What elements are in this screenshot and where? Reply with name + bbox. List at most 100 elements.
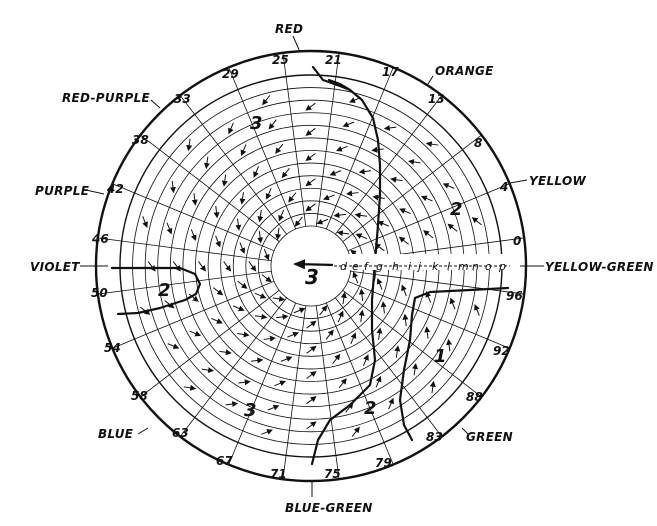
field-arrow <box>248 261 257 272</box>
ring-number-63: 63 <box>172 426 189 440</box>
field-arrow <box>423 230 434 239</box>
ring-number-96: 96 <box>506 289 523 303</box>
step-letter-f: f <box>364 260 370 273</box>
ring-number-88: 88 <box>466 390 483 404</box>
step-letter-k: k <box>432 260 439 273</box>
field-arrow <box>254 313 268 320</box>
field-arrow <box>305 153 316 161</box>
hue-label-orange: ORANGE <box>435 64 494 78</box>
field-arrow <box>239 192 246 205</box>
field-arrow <box>333 212 346 219</box>
region-label-2-left: 2 <box>158 280 171 301</box>
field-arrow <box>294 216 303 227</box>
field-arrow <box>305 127 316 136</box>
field-arrow <box>166 222 173 235</box>
step-letter-o: o <box>485 260 492 273</box>
field-arrow <box>257 209 264 223</box>
field-arrow <box>263 248 270 261</box>
field-arrow <box>402 313 409 327</box>
field-arrow <box>471 217 482 226</box>
radial-line <box>335 297 443 437</box>
field-arrow <box>186 138 193 152</box>
field-arrow <box>190 229 197 241</box>
ring-numbers: 0 4 8 13 17 21 25 29 33 38 42 46 50 54 5… <box>91 53 523 481</box>
field-arrow <box>319 305 328 316</box>
field-arrow <box>305 178 316 187</box>
field-arrow <box>337 310 344 323</box>
ring-number-4: 4 <box>499 180 508 194</box>
field-arrow <box>278 209 285 222</box>
field-arrow <box>235 218 242 231</box>
field-arrow <box>449 297 456 310</box>
field-arrow <box>338 378 347 389</box>
field-arrow <box>346 190 359 197</box>
ring-number-92: 92 <box>493 344 510 358</box>
field-arrow <box>306 371 317 379</box>
field-arrow <box>329 170 342 176</box>
direction-arrows <box>140 95 482 437</box>
field-arrow <box>254 292 267 299</box>
region-label-3-bottom: 3 <box>244 400 257 421</box>
field-arrow <box>219 349 232 356</box>
field-arrow <box>268 119 277 130</box>
step-letter-i: i <box>408 260 411 273</box>
radial-line <box>282 52 307 227</box>
step-letter-j: j <box>416 260 422 273</box>
field-arrow <box>250 357 264 364</box>
radial-line <box>179 297 287 437</box>
radial-line <box>112 280 275 349</box>
field-arrow <box>288 192 297 203</box>
field-arrow <box>272 295 286 302</box>
field-arrow <box>412 362 419 376</box>
radial-line <box>347 183 510 252</box>
step-letter-g: g <box>376 260 383 273</box>
field-arrow <box>275 227 282 241</box>
ring-number-83: 83 <box>426 430 443 444</box>
field-arrow <box>354 212 368 219</box>
field-arrow <box>401 284 407 297</box>
field-arrow <box>306 320 317 329</box>
field-arrow <box>198 261 206 272</box>
field-arrow <box>276 313 289 320</box>
field-arrow <box>447 223 458 232</box>
radial-line <box>315 52 340 227</box>
step-letter-l: l <box>447 260 450 273</box>
boundary-curves <box>110 65 510 466</box>
ring-number-25: 25 <box>272 53 289 67</box>
field-arrow <box>352 271 359 284</box>
ring-number-8: 8 <box>474 136 482 150</box>
radial-line <box>228 67 297 230</box>
ring-number-58: 58 <box>131 389 148 403</box>
field-arrow <box>201 367 215 374</box>
field-arrow <box>358 288 365 301</box>
radial-line <box>325 67 394 230</box>
field-arrow <box>424 326 431 339</box>
boundary-curve-orange-to-green <box>327 78 352 92</box>
ring-number-42: 42 <box>106 182 124 196</box>
field-arrow <box>223 261 232 272</box>
field-arrow <box>342 121 355 128</box>
field-arrow <box>332 353 341 364</box>
field-arrow <box>429 380 436 394</box>
field-arrow <box>358 309 365 323</box>
radial-line <box>282 305 307 480</box>
field-arrow <box>257 231 264 244</box>
field-arrow <box>375 375 382 388</box>
ring-number-17: 17 <box>382 65 399 79</box>
field-arrow <box>399 208 411 215</box>
field-arrow <box>262 95 271 106</box>
field-arrow <box>425 141 439 148</box>
field-arrow <box>362 354 369 366</box>
field-arrow <box>376 327 383 340</box>
step-letter-n: n <box>472 260 479 273</box>
field-arrow <box>390 176 403 183</box>
field-arrow <box>394 345 401 358</box>
field-arrow <box>287 331 300 338</box>
radial-line <box>97 237 272 262</box>
field-arrow <box>215 235 221 248</box>
field-arrow <box>340 291 347 305</box>
field-arrow <box>240 144 247 157</box>
field-arrow <box>305 102 316 111</box>
field-arrow <box>261 274 272 283</box>
hue-label-yellow: YELLOW <box>529 174 586 188</box>
